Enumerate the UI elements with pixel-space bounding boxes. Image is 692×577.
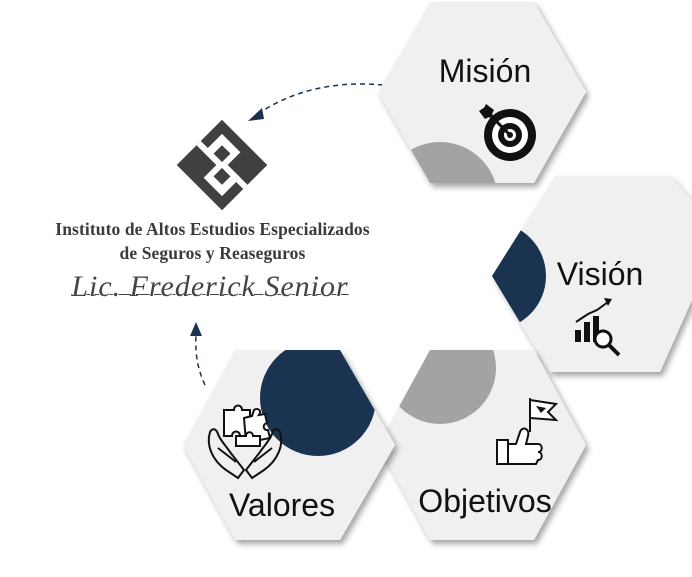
hexagon-label-valores: Valores	[229, 487, 335, 523]
institute-logo-icon	[176, 119, 268, 211]
dashed-arrow-bottom	[195, 335, 206, 386]
hexagon-label-objetivos: Objetivos	[418, 483, 551, 519]
arrowhead-bottom	[190, 322, 202, 336]
director-name: Lic. Frederick Senior	[71, 270, 349, 303]
hands-puzzle-icon	[207, 404, 283, 480]
hexagon-mision	[378, 2, 586, 183]
hexagon-label-vision: Visión	[557, 256, 644, 292]
organization-name-line1: Instituto de Altos Estudios Especializad…	[55, 219, 370, 239]
accent-circle-vision	[492, 222, 546, 330]
hexagon-label-mision: Misión	[439, 53, 531, 89]
accent-circle-objetivos	[384, 350, 496, 424]
arrowhead-top	[248, 108, 264, 121]
growth-chart-magnifier-icon	[575, 298, 621, 357]
organization-name-line2: de Seguros y Reaseguros	[119, 243, 306, 263]
accent-circle-mision	[382, 142, 498, 183]
thumbs-up-flag-icon	[496, 398, 559, 465]
accent-circle-valores	[260, 350, 376, 456]
hexagon-vision	[492, 176, 692, 372]
dashed-arrow-top	[257, 83, 393, 115]
director-signature: Lic. Frederick Senior	[60, 270, 360, 304]
target-icon	[479, 104, 536, 161]
